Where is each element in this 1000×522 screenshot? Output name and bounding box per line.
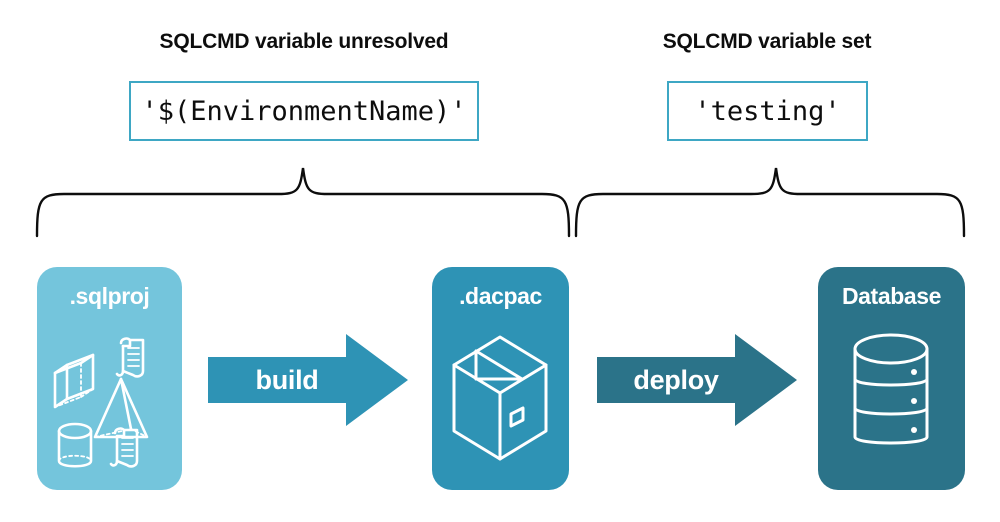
node-dacpac-label: .dacpac xyxy=(459,283,542,309)
heading-sqlcmd-variable-unresolved: SQLCMD variable unresolved xyxy=(159,30,449,53)
code-box-testing: 'testing' xyxy=(667,81,868,141)
arrow-deploy-shape xyxy=(597,334,797,426)
brace-right-icon xyxy=(574,167,966,238)
package-box-icon xyxy=(452,335,548,461)
node-database-label: Database xyxy=(841,283,942,309)
heading-sqlcmd-variable-set: SQLCMD variable set xyxy=(662,30,872,53)
node-sqlproj[interactable]: .sqlproj xyxy=(37,267,182,490)
arrow-build-shape xyxy=(208,334,408,426)
arrow-build-label: build xyxy=(255,364,319,395)
arrow-build: build xyxy=(208,334,408,426)
code-box-right-text: 'testing' xyxy=(694,95,841,127)
arrow-deploy-label: deploy xyxy=(633,364,719,395)
code-box-left-text: '$(EnvironmentName)' xyxy=(141,95,467,127)
node-dacpac[interactable]: .dacpac xyxy=(432,267,569,490)
brace-left-icon xyxy=(35,167,571,238)
shapes-and-scripts-icon xyxy=(53,337,149,468)
node-sqlproj-label: .sqlproj xyxy=(69,283,150,309)
node-database[interactable]: Database xyxy=(818,267,965,490)
code-box-environment-name: '$(EnvironmentName)' xyxy=(129,81,479,141)
database-cylinder-icon xyxy=(853,333,929,445)
arrow-deploy: deploy xyxy=(597,334,797,426)
